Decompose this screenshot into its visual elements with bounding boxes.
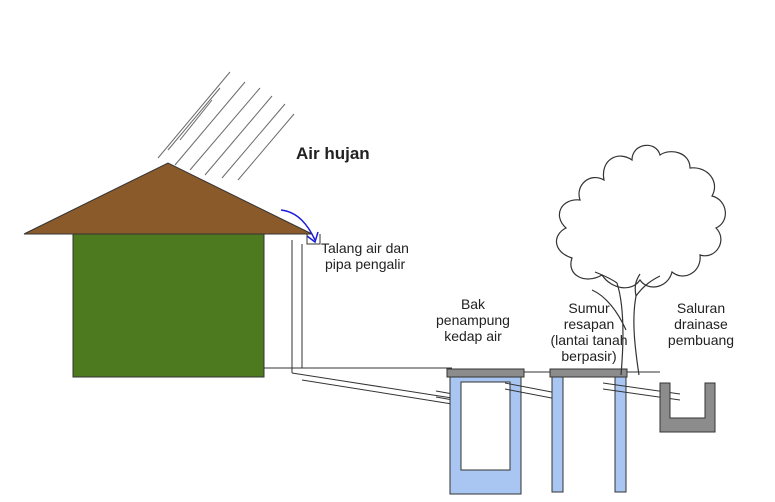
tree (556, 144, 726, 376)
water-flow-arrowhead (306, 231, 319, 244)
drain-label-line1: Saluran (676, 300, 726, 316)
tank-label: Bak penampung kedap air (418, 296, 528, 344)
well-label-line3: (lantai tanah (550, 332, 628, 348)
tank-label-line2: penampung (436, 312, 510, 328)
tank-label-line1: Bak (460, 296, 486, 312)
rain-streaks (157, 71, 295, 181)
house-roof (23, 162, 313, 235)
ground-line (264, 367, 660, 373)
inlet-pipe (291, 372, 471, 405)
tree-canopy (556, 144, 726, 289)
storage-tank (446, 368, 525, 495)
house-wall (72, 233, 265, 378)
gutter-label-line1: Talang air dan (321, 240, 409, 256)
drain-label: Saluran drainase pembuang (646, 300, 756, 348)
drain-label-line3: pembuang (667, 332, 735, 348)
gutter-label: Talang air dan pipa pengalir (321, 240, 409, 272)
well-label-line1: Sumur (568, 300, 610, 316)
rain-label: Air hujan (296, 144, 370, 163)
gutter-label-line2: pipa pengalir (325, 256, 406, 272)
drainage-channel (659, 382, 716, 433)
well-label: Sumur resapan (lantai tanah berpasir) (534, 300, 644, 364)
tree-trunk (591, 271, 661, 376)
water-flow-arrow (280, 209, 316, 241)
downpipe (291, 240, 303, 373)
well-label-line4: berpasir) (561, 348, 617, 364)
well-label-line2: resapan (563, 316, 615, 332)
infiltration-well (549, 368, 628, 493)
drain-label-line2: drainase (674, 316, 728, 332)
tank-label-line3: kedap air (444, 328, 502, 344)
gutter (306, 234, 321, 245)
